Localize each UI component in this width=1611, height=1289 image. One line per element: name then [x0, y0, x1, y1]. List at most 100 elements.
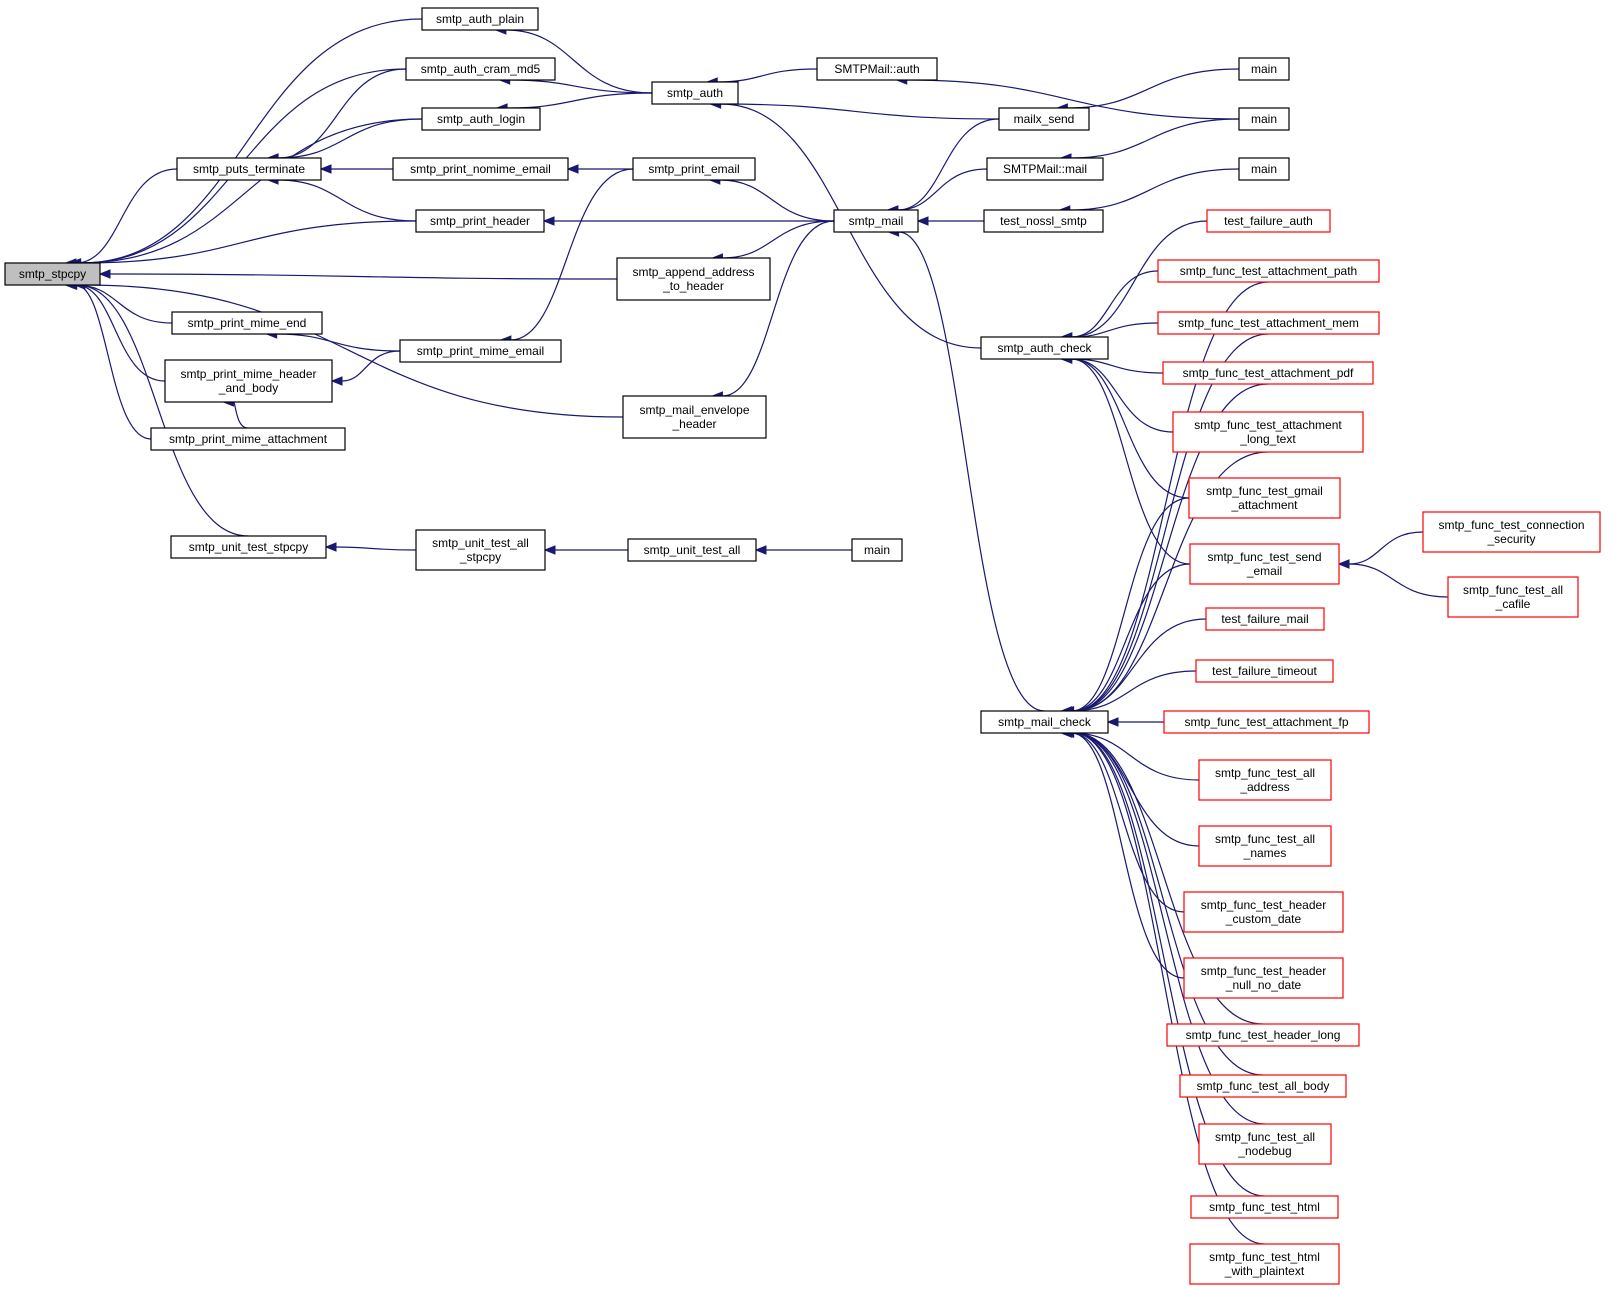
- node-smtpmail-mail[interactable]: SMTPMail::mail: [986, 157, 1104, 181]
- edge-mailx_send-to-smtp_auth: [720, 103, 1000, 120]
- node-main-3[interactable]: main: [1238, 157, 1290, 181]
- node-smtp-func-test-attachment-long-text[interactable]: smtp_func_test_attachment_long_text: [1172, 411, 1364, 453]
- node-smtp-print-mime-header-and-body[interactable]: smtp_print_mime_header_and_body: [164, 359, 333, 403]
- node-main-unit[interactable]: main: [851, 538, 903, 562]
- node-smtp-func-test-all-cafile[interactable]: smtp_func_test_all_cafile: [1447, 576, 1579, 618]
- node-smtp-unit-test-stpcpy[interactable]: smtp_unit_test_stpcpy: [170, 535, 327, 559]
- node-smtp-append-address-to-header[interactable]: smtp_append_address_to_header: [616, 257, 771, 301]
- edge-smtp_mail-to-smtp_mail_envelope_header: [722, 220, 835, 397]
- node-box: [176, 157, 322, 181]
- node-box: [616, 257, 771, 301]
- node-smtp-func-test-gmail-attachment[interactable]: smtp_func_test_gmail_attachment: [1188, 477, 1341, 519]
- node-label: _nodebug: [1237, 1144, 1291, 1158]
- edge-smtp_func_test_attachment_mem-to-smtp_mail_check: [1073, 333, 1269, 712]
- node-smtp-print-mime-end[interactable]: smtp_print_mime_end: [171, 311, 323, 335]
- edge-smtp_puts_terminate-to-smtp_stpcpy: [75, 168, 178, 264]
- node-box: [1183, 891, 1344, 933]
- node-smtp-func-test-html-with-plaintext[interactable]: smtp_func_test_html_with_plaintext: [1189, 1243, 1340, 1285]
- node-label: _and_body: [218, 381, 278, 395]
- node-label: smtp_print_header: [430, 214, 530, 228]
- node-label: smtp_puts_terminate: [193, 162, 305, 176]
- node-smtp-func-test-all-body[interactable]: smtp_func_test_all_body: [1179, 1074, 1347, 1098]
- edge-smtp_func_test_header_custom_date-to-smtp_mail_check: [1071, 732, 1185, 913]
- edge-smtp_func_test_all_cafile-to-smtp_func_test_send_email: [1348, 563, 1449, 598]
- node-smtp-puts-terminate[interactable]: smtp_puts_terminate: [176, 157, 322, 181]
- node-label: _address: [1239, 780, 1289, 794]
- node-smtp-auth-login[interactable]: smtp_auth_login: [421, 107, 541, 131]
- node-smtp-func-test-attachment-path[interactable]: smtp_func_test_attachment_path: [1157, 259, 1380, 283]
- arrowhead-smtp_func_test_attachment_fp-to-smtp_mail_check: [1106, 717, 1119, 727]
- node-smtp-func-test-header-null-no-date[interactable]: smtp_func_test_header_null_no_date: [1183, 957, 1344, 999]
- node-smtp-func-test-all-names[interactable]: smtp_func_test_all_names: [1198, 825, 1332, 867]
- node-label: _null_no_date: [1225, 978, 1302, 992]
- node-label: smtp_mail_envelope: [639, 403, 749, 417]
- node-smtp-func-test-attachment-pdf[interactable]: smtp_func_test_attachment_pdf: [1162, 361, 1374, 385]
- node-label: _email: [1246, 564, 1282, 578]
- edge-main_2-to-SMTPMail_auth: [906, 79, 1240, 120]
- edge-smtp_func_test_all_body-to-smtp_mail_check: [1073, 732, 1264, 1076]
- node-smtp-func-test-all-nodebug[interactable]: smtp_func_test_all_nodebug: [1198, 1123, 1332, 1165]
- node-box: [627, 538, 757, 562]
- node-label: smtp_auth: [667, 86, 723, 100]
- node-smtp-mail-envelope-header[interactable]: smtp_mail_envelope_header: [622, 395, 767, 439]
- node-smtp-print-email[interactable]: smtp_print_email: [632, 157, 756, 181]
- node-smtp-func-test-attachment-fp[interactable]: smtp_func_test_attachment_fp: [1163, 710, 1370, 734]
- node-box: [1198, 825, 1332, 867]
- edge-smtp_print_email-to-smtp_print_mime_email: [510, 168, 634, 341]
- arrowhead-smtp_func_test_all_cafile-to-smtp_func_test_send_email: [1337, 559, 1350, 569]
- node-label: _header: [671, 417, 716, 431]
- node-smtp-func-test-connection-security[interactable]: smtp_func_test_connection_security: [1422, 511, 1601, 553]
- node-smtp-auth-plain[interactable]: smtp_auth_plain: [421, 7, 539, 31]
- node-label: main: [1251, 162, 1277, 176]
- edge-test_failure_mail-to-smtp_mail_check: [1071, 618, 1207, 712]
- edge-smtp_print_header-to-smtp_stpcpy: [80, 220, 417, 264]
- node-test-nossl-smtp[interactable]: test_nossl_smtp: [983, 209, 1104, 233]
- node-main-2[interactable]: main: [1238, 107, 1290, 131]
- node-smtp-func-test-html[interactable]: smtp_func_test_html: [1190, 1195, 1339, 1219]
- node-smtp-auth-check[interactable]: smtp_auth_check: [980, 336, 1109, 360]
- node-smtp-auth-cram-md5[interactable]: smtp_auth_cram_md5: [405, 57, 556, 81]
- node-smtp-print-nomime-email[interactable]: smtp_print_nomime_email: [392, 157, 569, 181]
- node-smtp-func-test-attachment-mem[interactable]: smtp_func_test_attachment_mem: [1157, 311, 1380, 335]
- node-test-failure-auth[interactable]: test_failure_auth: [1206, 209, 1331, 233]
- node-smtp-print-mime-attachment[interactable]: smtp_print_mime_attachment: [150, 427, 346, 451]
- node-smtp-unit-test-all-stpcpy[interactable]: smtp_unit_test_all_stpcpy: [415, 529, 546, 571]
- node-box: [1172, 411, 1364, 453]
- node-smtp-func-test-send-email[interactable]: smtp_func_test_send_email: [1189, 543, 1340, 585]
- node-smtp-auth[interactable]: smtp_auth: [651, 81, 739, 105]
- node-box: [986, 157, 1104, 181]
- node-smtpmail-auth[interactable]: SMTPMail::auth: [816, 57, 938, 81]
- node-main-1[interactable]: main: [1238, 57, 1290, 81]
- node-smtp-unit-test-all[interactable]: smtp_unit_test_all: [627, 538, 757, 562]
- node-smtp-mail[interactable]: smtp_mail: [833, 209, 919, 233]
- node-mailx-send[interactable]: mailx_send: [998, 107, 1090, 131]
- node-smtp-stpcpy[interactable]: smtp_stpcpy: [4, 262, 101, 286]
- node-label: smtp_print_email: [648, 162, 739, 176]
- node-label: smtp_mail: [849, 214, 904, 228]
- edge-smtp_func_test_all_nodebug-to-smtp_mail_check: [1073, 732, 1266, 1125]
- node-smtp-mail-check[interactable]: smtp_mail_check: [980, 710, 1109, 734]
- node-test-failure-mail[interactable]: test_failure_mail: [1205, 607, 1325, 631]
- node-label: smtp_print_mime_email: [417, 344, 544, 358]
- node-smtp-func-test-header-long[interactable]: smtp_func_test_header_long: [1166, 1023, 1360, 1047]
- node-label: smtp_auth_login: [437, 112, 525, 126]
- node-box: [851, 538, 903, 562]
- node-box: [983, 209, 1104, 233]
- node-box: [1179, 1074, 1347, 1098]
- nodes-layer: smtp_stpcpy smtp_auth_plain smtp_auth_cram…: [4, 7, 1601, 1285]
- node-label: smtp_print_mime_end: [188, 316, 307, 330]
- node-smtp-print-mime-email[interactable]: smtp_print_mime_email: [399, 339, 562, 363]
- node-box: [405, 57, 556, 81]
- node-smtp-func-test-all-address[interactable]: smtp_func_test_all_address: [1198, 759, 1332, 801]
- edge-smtp_func_test_attachment_pdf-to-smtp_mail_check: [1073, 383, 1269, 712]
- node-smtp-print-header[interactable]: smtp_print_header: [415, 209, 545, 233]
- node-box: [1198, 1123, 1332, 1165]
- node-label: smtp_print_nomime_email: [410, 162, 551, 176]
- node-label: test_failure_mail: [1221, 612, 1308, 626]
- node-smtp-func-test-header-custom-date[interactable]: smtp_func_test_header_custom_date: [1183, 891, 1344, 933]
- arrowhead-smtp_unit_test_all_stpcpy-to-smtp_unit_test_stpcpy: [324, 542, 337, 552]
- edge-smtp_print_mime_email-to-smtp_print_mime_end: [276, 333, 401, 352]
- node-test-failure-timeout[interactable]: test_failure_timeout: [1195, 659, 1334, 683]
- node-box: [171, 311, 323, 335]
- edge-smtp_func_test_send_email-to-smtp_mail_check: [1071, 563, 1191, 712]
